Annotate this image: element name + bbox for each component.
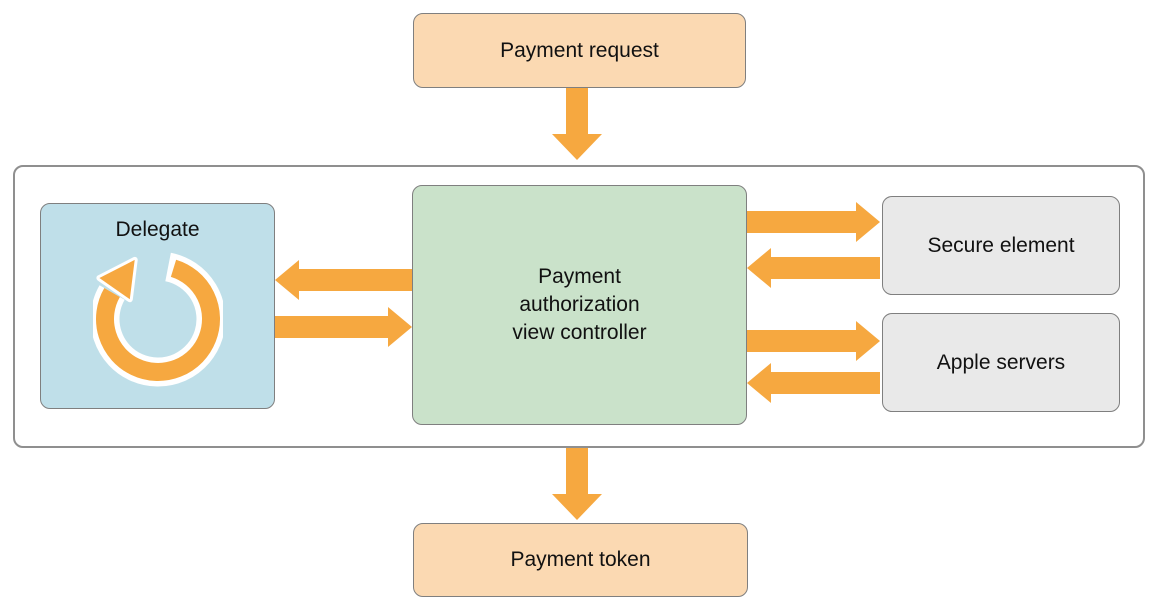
node-payment-token: Payment token bbox=[413, 523, 748, 597]
arrow-shaft bbox=[747, 330, 856, 352]
arrow-controller-to-payment-token bbox=[552, 448, 602, 520]
delegate-label: Delegate bbox=[115, 218, 200, 241]
arrow-payment-request-to-controller bbox=[552, 88, 602, 160]
arrow-delegate-to-controller bbox=[275, 307, 412, 347]
arrow-head-right bbox=[388, 307, 412, 347]
arrow-shaft bbox=[771, 257, 880, 279]
apple-servers-label: Apple servers bbox=[936, 350, 1066, 374]
node-payment-request: Payment request bbox=[413, 13, 746, 88]
secure-element-label: Secure element bbox=[927, 233, 1075, 257]
arrow-shaft bbox=[566, 88, 588, 135]
arrow-head-left bbox=[275, 260, 299, 300]
controller-label-line-2: authorization bbox=[519, 293, 640, 316]
controller-label-line-1: Payment bbox=[538, 265, 621, 288]
arrow-shaft bbox=[747, 211, 856, 233]
controller-label-line-3: view controller bbox=[512, 321, 647, 344]
arrow-secure-element-to-controller bbox=[747, 248, 880, 288]
node-secure-element: Secure element bbox=[882, 196, 1120, 295]
arrow-apple-servers-to-controller bbox=[747, 363, 880, 403]
arrow-head-down bbox=[552, 134, 602, 160]
arrow-controller-to-delegate bbox=[275, 260, 412, 300]
node-delegate: Delegate bbox=[40, 203, 275, 409]
arrow-shaft bbox=[566, 448, 588, 495]
arrow-head-left bbox=[747, 248, 771, 288]
arrow-head-left bbox=[747, 363, 771, 403]
arrow-shaft bbox=[771, 372, 880, 394]
node-apple-servers: Apple servers bbox=[882, 313, 1120, 412]
arrow-shaft bbox=[275, 316, 388, 338]
arrow-shaft bbox=[299, 269, 412, 291]
arrow-controller-to-apple-servers bbox=[747, 321, 880, 361]
arrow-head-right bbox=[856, 202, 880, 242]
loop-arrow-icon bbox=[92, 252, 223, 387]
arrow-head-down bbox=[552, 494, 602, 520]
payment-request-label: Payment request bbox=[500, 38, 659, 62]
arrow-controller-to-secure-element bbox=[747, 202, 880, 242]
payment-token-label: Payment token bbox=[510, 548, 651, 571]
node-payment-authorization-view-controller: Payment authorization view controller bbox=[412, 185, 747, 425]
arrow-head-right bbox=[856, 321, 880, 361]
